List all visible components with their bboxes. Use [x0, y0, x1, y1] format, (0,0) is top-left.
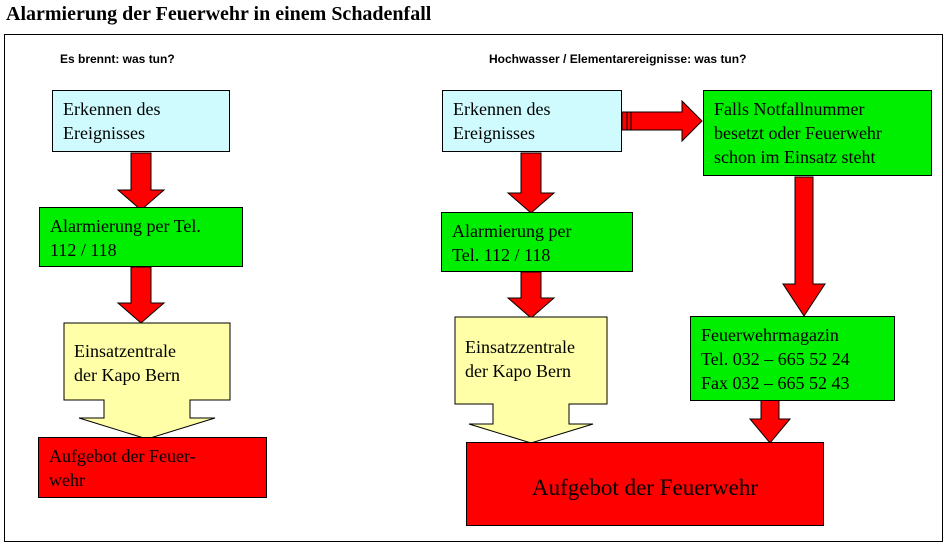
arrow-right-down-long: [782, 176, 826, 317]
left-step-erkennen: Erkennen des Ereignisses: [52, 90, 230, 152]
right-step-aufgebot: Aufgebot der Feuerwehr: [466, 442, 824, 526]
callout-right-einsatzzentrale: [454, 316, 608, 444]
left-step-einsatzzentrale: Einsatzentrale der Kapo Bern: [74, 341, 180, 385]
arrow-right-down-short: [748, 398, 792, 444]
page-title: Alarmierung der Feuerwehr in einem Schad…: [6, 3, 432, 25]
right-step-notfallnummer: Falls Notfallnummer besetzt oder Feuerwe…: [703, 90, 932, 176]
diagram-frame: [4, 34, 943, 542]
callout-left-einsatzzentrale: [63, 322, 231, 440]
arrow-right-1: [506, 152, 556, 214]
right-heading: Hochwasser / Elementarereignisse: was tu…: [489, 52, 747, 66]
arrow-left-2: [116, 266, 166, 324]
right-step-feuerwehrmagazin: Feuerwehrmagazin Tel. 032 – 665 52 24 Fa…: [690, 316, 895, 401]
arrow-right-horizontal: [621, 99, 703, 143]
arrow-right-2: [506, 271, 556, 319]
left-heading: Es brennt: was tun?: [60, 52, 175, 66]
right-step-erkennen: Erkennen des Ereignisses: [442, 90, 622, 152]
right-step-alarmierung: Alarmierung per Tel. 112 / 118: [441, 212, 633, 272]
right-step-einsatzzentrale: Einsatzzentrale der Kapo Bern: [465, 337, 575, 381]
arrow-left-1: [116, 152, 166, 211]
left-step-alarmierung: Alarmierung per Tel. 112 / 118: [39, 207, 243, 267]
left-step-aufgebot: Aufgebot der Feuer- wehr: [38, 437, 267, 498]
